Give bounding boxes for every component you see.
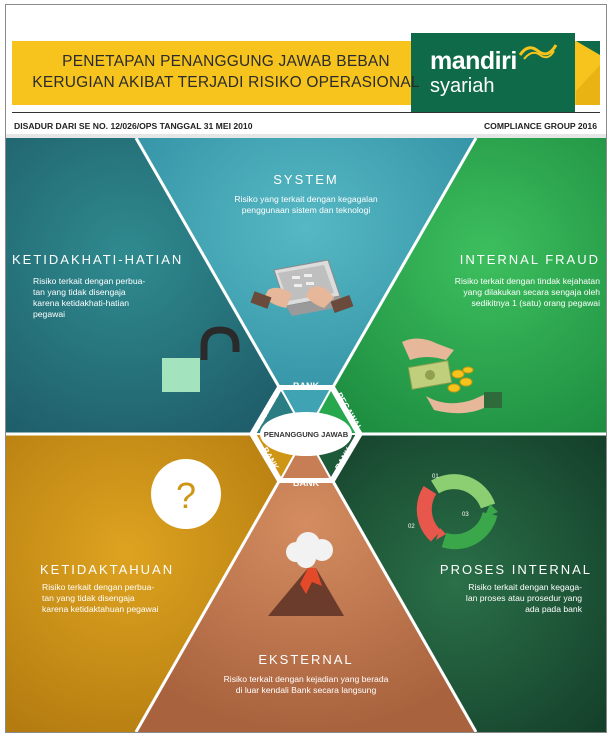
- ketidakhati-desc-line1: Risiko terkait dengan perbua-: [33, 276, 146, 286]
- logo-wave-icon: [518, 44, 558, 60]
- proses-internal-description: Risiko terkait dengan kegaga- lan proses…: [422, 582, 582, 615]
- center-hub: [249, 385, 363, 483]
- header: PENETAPAN PENANGGUNG JAWAB BEBAN KERUGIA…: [6, 5, 606, 138]
- ketidaktahuan-sector: [6, 434, 306, 732]
- cycle-label-3: 03: [462, 512, 469, 518]
- proses-desc-line1: Risiko terkait dengan kegaga-: [468, 582, 582, 592]
- page-title-line2: KERUGIAN AKIBAT TERJADI RISIKO OPERASION…: [32, 74, 420, 91]
- ketidakhati-desc-line4: pegawai: [33, 309, 66, 319]
- hexagon-diagram: 01 02 03: [6, 137, 606, 732]
- internal-fraud-title: INTERNAL FRAUD: [459, 252, 600, 267]
- ketidakhati-desc-line3: karena ketidakhati-hatian: [33, 298, 130, 308]
- logo-panel: [411, 33, 575, 113]
- ketidaktahuan-title: KETIDAKTAHUAN: [40, 562, 175, 577]
- proses-internal-title: PROSES INTERNAL: [439, 562, 592, 577]
- page-title-line1: PENETAPAN PENANGGUNG JAWAB BEBAN: [62, 53, 390, 70]
- ketidakhati-hatian-title: KETIDAKHATI-HATIAN: [12, 252, 184, 267]
- cycle-label-2: 02: [408, 524, 415, 530]
- ketidaktahuan-desc-line2: tan yang tidak disengaja: [42, 593, 135, 603]
- ketidaktahuan-description: Risiko terkait dengan perbua- tan yang t…: [42, 582, 212, 615]
- volcano-icon: [268, 532, 344, 616]
- ketidaktahuan-desc-line1: Risiko terkait dengan perbua-: [42, 582, 155, 592]
- eksternal-title: EKSTERNAL: [258, 652, 354, 667]
- source-note: DISADUR DARI SE NO. 12/026/OPS TANGGAL 3…: [14, 121, 253, 131]
- fraud-desc-line1: Risiko terkait dengan tindak kejahatan: [454, 276, 600, 286]
- cycle-label-1: 01: [432, 474, 439, 480]
- ketidakhati-hatian-description: Risiko terkait dengan perbua- tan yang t…: [33, 276, 193, 320]
- cycle-icon: [416, 474, 498, 550]
- system-desc-line1: Risiko yang terkait dengan kegagalan: [234, 194, 378, 204]
- internal-fraud-sector: [306, 138, 606, 434]
- laptop-icon: [250, 259, 354, 316]
- ketidaktahuan-desc-line3: karena ketidaktahuan pegawai: [42, 604, 159, 614]
- divider-band: [6, 134, 606, 138]
- eksternal-desc-line2: di luar kendali Bank secara langsung: [235, 685, 377, 695]
- fraud-desc-line2: yang dilakukan secara sengaja oleh: [463, 287, 600, 297]
- credit-note: COMPLIANCE GROUP 2016: [483, 121, 597, 131]
- eksternal-description: Risiko terkait dengan kejadian yang bera…: [176, 674, 436, 696]
- system-description: Risiko yang terkait dengan kegagalan pen…: [186, 194, 426, 216]
- logo-mandiri: mandiri: [430, 47, 517, 75]
- ketidakhati-hatian-sector: [6, 138, 306, 434]
- internal-fraud-description: Risiko terkait dengan tindak kejahatan y…: [400, 276, 600, 309]
- infographic-frame: PENETAPAN PENANGGUNG JAWAB BEBAN KERUGIA…: [5, 4, 607, 733]
- divider: [12, 112, 600, 113]
- proses-internal-sector: [306, 434, 606, 732]
- open-padlock-icon: [162, 326, 240, 392]
- hub-center-label: PENANGGUNG JAWAB: [264, 430, 349, 439]
- eksternal-desc-line1: Risiko terkait dengan kejadian yang bera…: [223, 674, 389, 684]
- hub-bank-bottom: BANK: [293, 478, 319, 488]
- stripe-3: [576, 65, 600, 105]
- diagram-canvas: 01 02 03: [6, 137, 606, 732]
- proses-desc-line3: ada pada bank: [525, 604, 582, 614]
- question-icon: [151, 459, 221, 529]
- hub-bank-top: BANK: [293, 381, 319, 391]
- money-exchange-icon: [402, 338, 502, 414]
- proses-desc-line2: lan proses atau prosedur yang: [465, 593, 582, 603]
- system-title: SYSTEM: [273, 172, 339, 187]
- system-desc-line2: penggunaan sistem dan teknologi: [241, 205, 371, 215]
- fraud-desc-line3: sedikitnya 1 (satu) orang pegawai: [471, 298, 600, 308]
- logo-syariah: syariah: [430, 75, 495, 97]
- ketidakhati-desc-line2: tan yang tidak disengaja: [33, 287, 126, 297]
- stripe-2: [576, 41, 600, 55]
- question-mark: ?: [176, 475, 196, 516]
